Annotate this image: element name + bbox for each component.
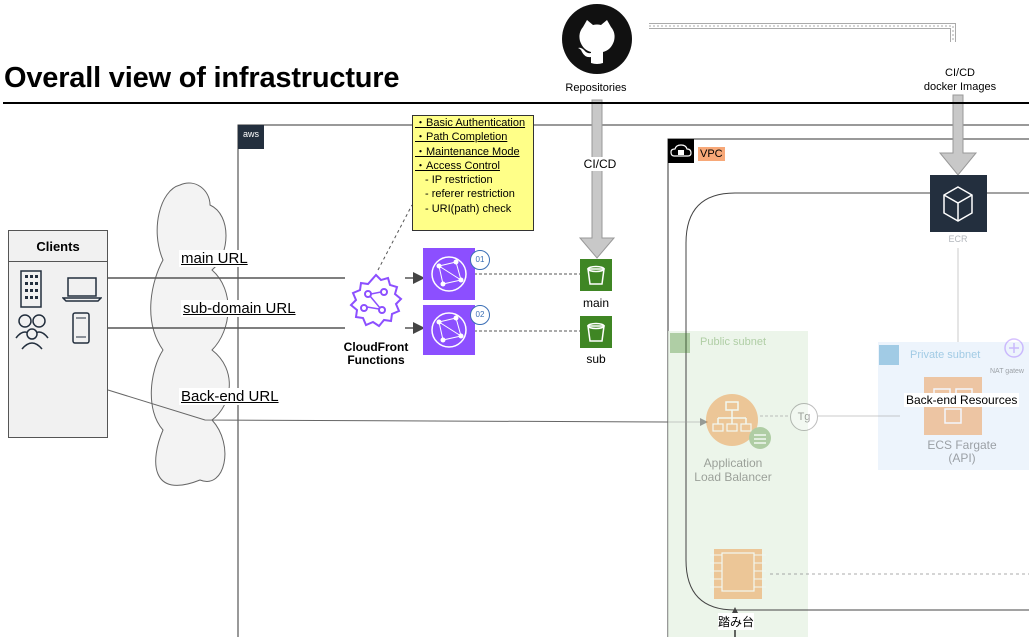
page-title: Overall view of infrastructure — [4, 62, 400, 94]
private-subnet-lock-icon — [879, 345, 899, 365]
laptop-icon — [62, 277, 102, 302]
title-underline — [3, 102, 1029, 104]
ecs-fargate-label: ECS Fargate (API) — [912, 439, 1012, 465]
cicd-s3-label: CI/CD — [570, 157, 630, 171]
main-url-label: main URL — [179, 250, 250, 267]
mobile-icon — [72, 312, 90, 344]
distribution-badge-02: 02 — [470, 305, 490, 325]
bucket-sub-label: sub — [586, 352, 606, 366]
public-subnet-label: Public subnet — [700, 336, 767, 348]
cloudfront-label-line2: Functions — [347, 353, 405, 367]
s3-bucket-sub-icon — [580, 316, 612, 348]
vpc-cloud-lock-icon — [668, 139, 694, 163]
clients-title: Clients — [36, 239, 80, 254]
alb-icon — [706, 394, 771, 449]
public-subnet-lock-icon — [670, 333, 690, 353]
aws-logo-tag: aws — [238, 125, 264, 149]
distribution-badge-01: 01 — [470, 250, 490, 270]
aws-tag-text: aws — [242, 129, 259, 139]
alb-label-line1: Application — [703, 456, 763, 470]
nat-gateway-icon — [1004, 338, 1024, 358]
feature-referer-restriction: - referer restriction — [425, 188, 515, 201]
feature-maintenance-mode: ・Maintenance Mode — [415, 145, 520, 158]
private-subnet-label: Private subnet — [910, 349, 981, 361]
cloudfront-functions-label: CloudFront Functions — [338, 341, 414, 367]
cloudfront-distribution-1-icon — [423, 248, 475, 300]
repositories-label: Repositories — [565, 82, 627, 94]
alb-label: Application Load Balancer — [683, 456, 783, 484]
nat-gateway-label: NAT gatew — [990, 368, 1024, 375]
github-icon — [562, 4, 632, 74]
cloudfront-features-note: ・Basic Authentication ・Path Completion ・… — [412, 115, 534, 231]
availability-zone-border — [685, 192, 1029, 611]
cloudfront-functions-icon — [349, 273, 403, 328]
backend-resources-label: Back-end Resources — [904, 393, 1020, 407]
users-icon — [15, 314, 49, 350]
s3-bucket-main-icon — [580, 259, 612, 291]
bastion-ec2-icon — [710, 549, 766, 599]
cicd-docker-line2: docker Images — [923, 81, 997, 93]
cicd-arrow-ecr — [938, 94, 978, 176]
back-end-url-label: Back-end URL — [179, 388, 281, 405]
ecs-label-line1: ECS Fargate — [927, 438, 997, 452]
clients-box — [8, 230, 108, 438]
building-icon — [20, 270, 42, 308]
internet-cloud — [150, 182, 230, 486]
ecr-icon — [930, 175, 987, 232]
cicd-arrow-s3 — [578, 99, 616, 259]
feature-path-completion: ・Path Completion — [415, 131, 508, 144]
bucket-main-label: main — [582, 296, 609, 310]
target-group-icon: Tg — [790, 403, 818, 431]
bastion-label: 踏み台 — [718, 613, 755, 630]
cloudfront-distribution-2-icon — [423, 305, 475, 355]
vpc-label: VPC — [698, 147, 725, 161]
ecr-label: ECR — [948, 234, 968, 244]
feature-access-control: ・Access Control — [415, 159, 500, 172]
alb-label-line2: Load Balancer — [694, 470, 772, 484]
clients-divider — [8, 261, 108, 262]
cloudfront-label-line1: CloudFront — [343, 340, 409, 354]
ecs-label-line2: (API) — [948, 451, 976, 465]
cicd-docker-line1: CI/CD — [945, 67, 975, 79]
cicd-docker-label: CI/CD docker Images — [900, 66, 1020, 94]
public-subnet-area — [668, 331, 808, 637]
feature-uri-check: - URI(path) check — [425, 202, 512, 215]
feature-ip-restriction: - IP restriction — [425, 174, 493, 187]
sub-domain-url-label: sub-domain URL — [181, 300, 298, 317]
feature-basic-auth: ・Basic Authentication — [415, 117, 526, 129]
